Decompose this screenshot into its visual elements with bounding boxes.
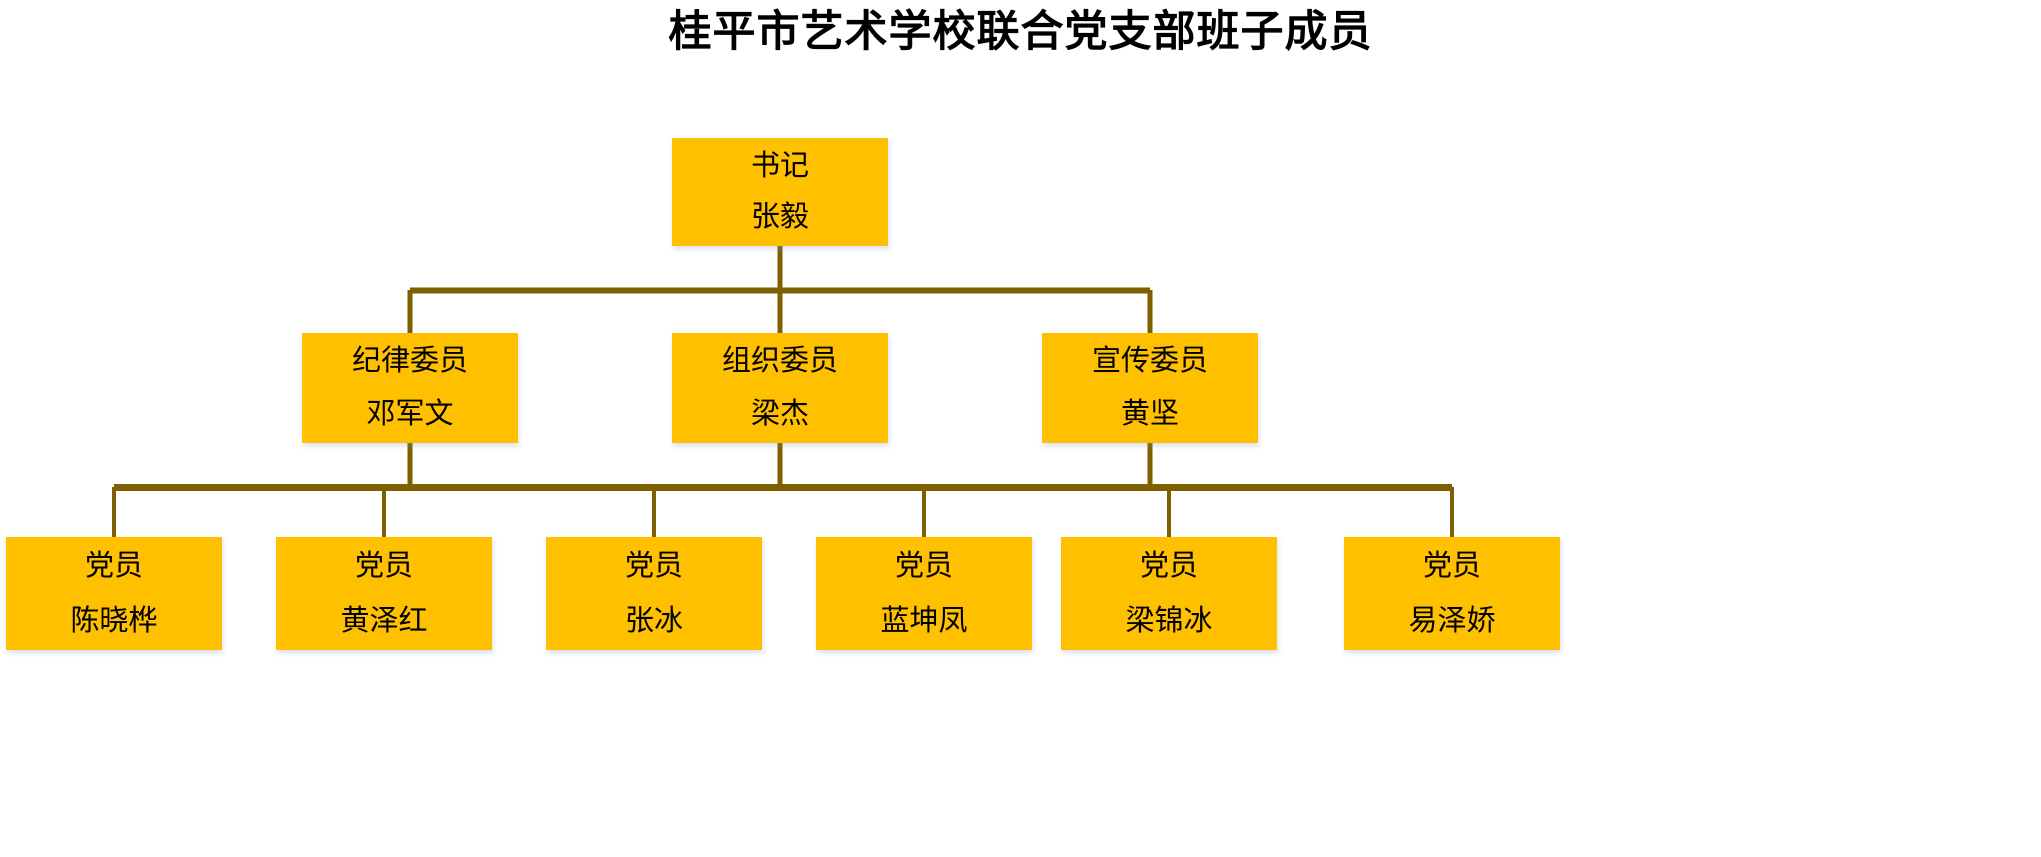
org-node-role: 书记 (750, 150, 809, 182)
org-node-role: 组织委员 (721, 345, 838, 377)
org-node-role: 党员 (1422, 549, 1481, 582)
org-node-person: 黄坚 (1120, 398, 1179, 430)
org-node-party-member-2[interactable]: 党员 黄泽红 (276, 537, 492, 650)
org-node-organization-member[interactable]: 组织委员 梁杰 (672, 333, 888, 443)
org-node-person: 陈晓桦 (70, 604, 158, 637)
org-node-party-member-1[interactable]: 党员 陈晓桦 (6, 537, 222, 650)
org-node-role: 党员 (624, 549, 683, 582)
org-node-secretary[interactable]: 书记 张毅 (672, 138, 888, 246)
org-node-person: 蓝坤凤 (880, 604, 968, 637)
org-node-person: 易泽娇 (1408, 604, 1496, 637)
org-node-discipline-member[interactable]: 纪律委员 邓军文 (302, 333, 518, 443)
org-node-person: 邓军文 (366, 398, 454, 430)
org-node-publicity-member[interactable]: 宣传委员 黄坚 (1042, 333, 1258, 443)
org-node-party-member-5[interactable]: 党员 梁锦冰 (1061, 537, 1277, 650)
org-node-role: 党员 (894, 549, 953, 582)
org-node-role: 党员 (1139, 549, 1198, 582)
org-node-person: 张冰 (624, 604, 683, 637)
org-node-party-member-6[interactable]: 党员 易泽娇 (1344, 537, 1560, 650)
org-node-role: 党员 (84, 549, 143, 582)
org-node-party-member-4[interactable]: 党员 蓝坤凤 (816, 537, 1032, 650)
org-node-person: 梁锦冰 (1125, 604, 1213, 637)
page-title: 桂平市艺术学校联合党支部班子成员 (668, 8, 1373, 56)
org-node-party-member-3[interactable]: 党员 张冰 (546, 537, 762, 650)
org-node-role: 宣传委员 (1091, 345, 1208, 377)
org-node-person: 张毅 (750, 201, 809, 233)
org-node-role: 党员 (354, 549, 413, 582)
org-node-person: 黄泽红 (340, 604, 428, 637)
org-node-role: 纪律委员 (351, 345, 468, 377)
org-node-person: 梁杰 (750, 398, 809, 430)
